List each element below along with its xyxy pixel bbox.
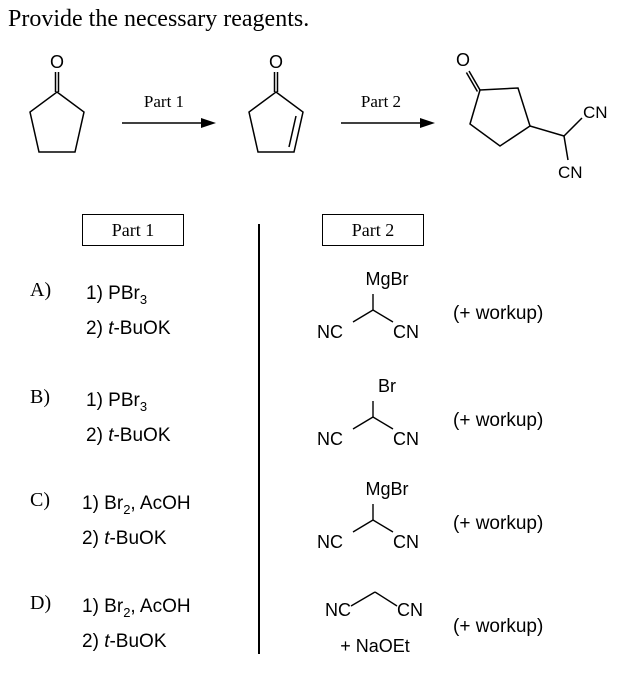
workup-note: (+ workup) <box>453 513 544 534</box>
step1-subscript: 3 <box>139 291 148 307</box>
part2-header-label: Part 2 <box>351 219 395 240</box>
cyclopentanone-structure <box>29 72 85 153</box>
part2-reagent-structure: NC CN + NaOEt <box>325 591 423 656</box>
oxygen-label-2: O <box>269 52 283 72</box>
cn-label-2: CN <box>558 163 583 182</box>
option-letter: D) <box>30 592 52 614</box>
part2-header: Part 2 <box>322 214 424 246</box>
reagent-cn-label: CN <box>397 600 423 620</box>
workup-note: (+ workup) <box>453 410 544 431</box>
bond-right <box>374 591 398 607</box>
bond-left <box>352 309 374 323</box>
reagent-nc-label: NC <box>325 600 351 620</box>
oxygen-label-3: O <box>456 50 470 70</box>
reagent-step-1: 1) PBr3 <box>86 283 148 307</box>
reagent-nc-label: NC <box>317 532 343 552</box>
reagent-top-label: MgBr <box>365 479 408 499</box>
workup-note: (+ workup) <box>453 616 544 637</box>
step2-italic: t <box>108 318 114 339</box>
reagent-step-2: 2) t-BuOK <box>86 425 171 446</box>
reagent-top-label: MgBr <box>365 269 408 289</box>
reagent-step-2: 2) t-BuOK <box>82 528 167 549</box>
cyclopentenone-structure <box>248 72 304 153</box>
reagent-step-1: 1) Br2, AcOH <box>82 596 191 620</box>
step2-italic: t <box>108 425 114 446</box>
reagent-cn-label: CN <box>393 429 419 449</box>
arrow-label-part1: Part 1 <box>144 92 184 111</box>
step1-subscript: 3 <box>139 398 148 414</box>
bond-left <box>352 416 374 430</box>
arrow-label-part2: Part 2 <box>361 92 401 111</box>
reagent-nc-label: NC <box>317 429 343 449</box>
option-row[interactable]: D) 1) Br2, AcOH 2) t-BuOK NC CN + NaOEt (+ wor… <box>0 591 630 686</box>
bond-left <box>350 591 376 607</box>
reagent-base-label: + NaOEt <box>340 636 410 656</box>
option-letter: A) <box>30 279 52 301</box>
reagent-nc-label: NC <box>317 322 343 342</box>
reagent-step-2: 2) t-BuOK <box>86 318 171 339</box>
step2-italic: t <box>104 631 110 652</box>
part1-header-label: Part 1 <box>111 219 155 240</box>
reagent-step-1: 1) PBr3 <box>86 390 148 414</box>
option-letter: C) <box>30 489 50 511</box>
column-divider <box>258 224 260 654</box>
product-structure <box>465 70 583 161</box>
step1-subscript: 2 <box>123 501 131 517</box>
arrow-head-2 <box>420 118 435 128</box>
bond-right <box>372 416 394 430</box>
oxygen-label-1: O <box>50 52 64 72</box>
reagent-step-2: 2) t-BuOK <box>82 631 167 652</box>
reagent-cn-label: CN <box>393 532 419 552</box>
step1-subscript: 2 <box>123 604 131 620</box>
workup-note: (+ workup) <box>453 303 544 324</box>
cn-label-1: CN <box>583 103 608 122</box>
bond-right <box>372 309 394 323</box>
part1-header: Part 1 <box>82 214 184 246</box>
bond-right <box>372 519 394 533</box>
arrow-head-1 <box>201 118 216 128</box>
bond-left <box>352 519 374 533</box>
reagent-cn-label: CN <box>393 322 419 342</box>
question-title: Provide the necessary reagents. <box>8 6 310 32</box>
reaction-scheme: O O O CN CN Part 1 Part 2 <box>29 50 608 182</box>
step2-italic: t <box>104 528 110 549</box>
reagent-step-1: 1) Br2, AcOH <box>82 493 191 517</box>
reagent-top-label: Br <box>378 376 396 396</box>
option-letter: B) <box>30 386 50 408</box>
